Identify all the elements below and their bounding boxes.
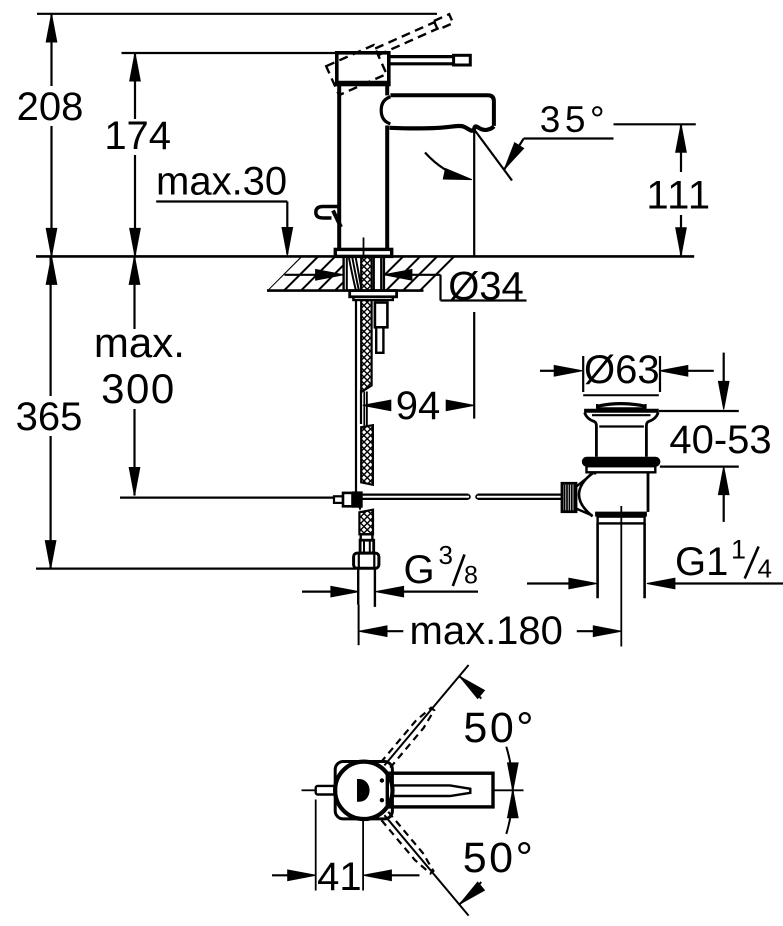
svg-text:174: 174 <box>104 114 171 158</box>
svg-text:1: 1 <box>731 535 746 565</box>
svg-text:365: 365 <box>16 395 83 439</box>
svg-text:94: 94 <box>396 384 441 428</box>
svg-text:max.30: max.30 <box>156 160 287 204</box>
svg-text:G1: G1 <box>675 540 728 584</box>
svg-text:8: 8 <box>464 562 478 590</box>
svg-text:300: 300 <box>101 365 176 412</box>
svg-text:111: 111 <box>646 174 711 218</box>
svg-text:4: 4 <box>758 554 772 584</box>
svg-text:3: 3 <box>439 540 453 570</box>
svg-text:max.180: max.180 <box>410 609 563 653</box>
svg-text:40-53: 40-53 <box>669 418 771 462</box>
svg-text:41: 41 <box>317 855 362 899</box>
svg-text:208: 208 <box>17 85 84 129</box>
svg-text:Ø63: Ø63 <box>584 348 660 392</box>
svg-text:35°: 35° <box>540 99 609 140</box>
svg-text:50°: 50° <box>463 704 536 752</box>
svg-text:G: G <box>404 548 435 592</box>
svg-text:max.: max. <box>94 319 185 366</box>
svg-text:50°: 50° <box>463 834 536 882</box>
svg-text:Ø34: Ø34 <box>448 265 524 309</box>
